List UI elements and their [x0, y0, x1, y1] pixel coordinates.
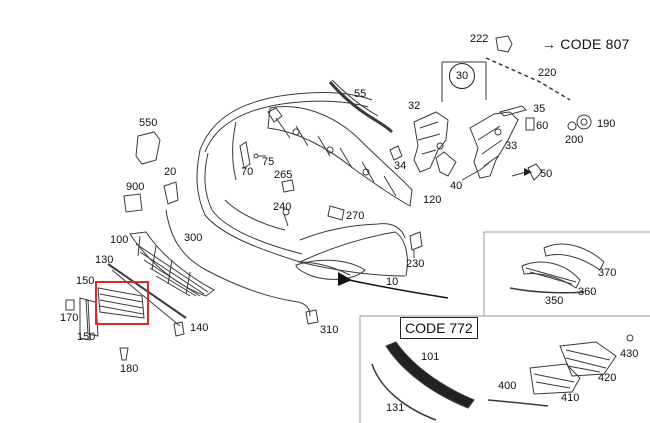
inset-panel-right — [483, 231, 650, 317]
part-label-310: 310 — [320, 324, 339, 336]
part-label-400: 400 — [498, 380, 517, 392]
reinforcement — [267, 106, 413, 207]
code-807: CODE 807 — [560, 36, 630, 52]
part-label-140: 140 — [190, 322, 209, 334]
part-label-360: 360 — [578, 286, 597, 298]
grille-100 — [129, 231, 215, 297]
highlight-box — [95, 281, 149, 325]
part-label-70: 70 — [241, 166, 254, 178]
part-label-150-bottom: 150 — [77, 331, 96, 343]
part-label-410: 410 — [561, 392, 580, 404]
part-label-222: 222 — [470, 33, 489, 45]
part-label-240: 240 — [273, 201, 292, 213]
dashed-wire-220 — [485, 57, 571, 101]
sensor-parts — [389, 35, 592, 181]
part-label-420: 420 — [598, 372, 617, 384]
part-label-900: 900 — [126, 181, 145, 193]
bracket-left — [413, 111, 449, 173]
part-label-50: 50 — [540, 168, 553, 180]
part-label-20: 20 — [164, 166, 177, 178]
part-label-100: 100 — [110, 234, 129, 246]
grille-insert-150 — [79, 287, 145, 341]
part-label-60: 60 — [536, 120, 549, 132]
part-label-55: 55 — [354, 88, 367, 100]
part-label-230: 230 — [406, 258, 425, 270]
part-label-300: 300 — [184, 232, 203, 244]
code-807-label: → CODE 807 — [542, 37, 630, 51]
callout-circle-30: 30 — [449, 63, 475, 89]
part-label-130: 130 — [95, 254, 114, 266]
part-label-32: 32 — [408, 100, 421, 112]
strip-55 — [328, 81, 394, 134]
fog-trim-set — [509, 243, 605, 294]
part-label-350: 350 — [545, 295, 564, 307]
part-label-200: 200 — [565, 134, 584, 146]
part-label-190: 190 — [597, 118, 616, 130]
part-label-270: 270 — [346, 210, 365, 222]
part-label-370: 370 — [598, 267, 617, 279]
part-label-34: 34 — [394, 160, 407, 172]
code-772-label: CODE 772 — [400, 317, 478, 339]
part-label-101: 101 — [421, 351, 440, 363]
part-label-33: 33 — [505, 140, 518, 152]
part-label-120: 120 — [423, 194, 442, 206]
part-label-550: 550 — [139, 117, 158, 129]
part-label-40: 40 — [450, 180, 463, 192]
part-label-131: 131 — [386, 402, 405, 414]
pointer-arrow — [339, 277, 449, 299]
part-label-180: 180 — [120, 363, 139, 375]
left-parts — [123, 131, 423, 258]
part-label-35: 35 — [533, 103, 546, 115]
part-label-430: 430 — [620, 348, 639, 360]
lower-grille-set — [371, 334, 634, 421]
part-label-150-top: 150 — [76, 275, 95, 287]
part-label-75: 75 — [262, 156, 275, 168]
part-label-10: 10 — [386, 276, 399, 288]
clips — [65, 299, 185, 361]
arrow-right-icon: → — [542, 36, 557, 52]
part-label-220: 220 — [538, 67, 557, 79]
cable-300 — [165, 209, 311, 317]
part-label-265: 265 — [274, 169, 293, 181]
part-label-170: 170 — [60, 312, 79, 324]
